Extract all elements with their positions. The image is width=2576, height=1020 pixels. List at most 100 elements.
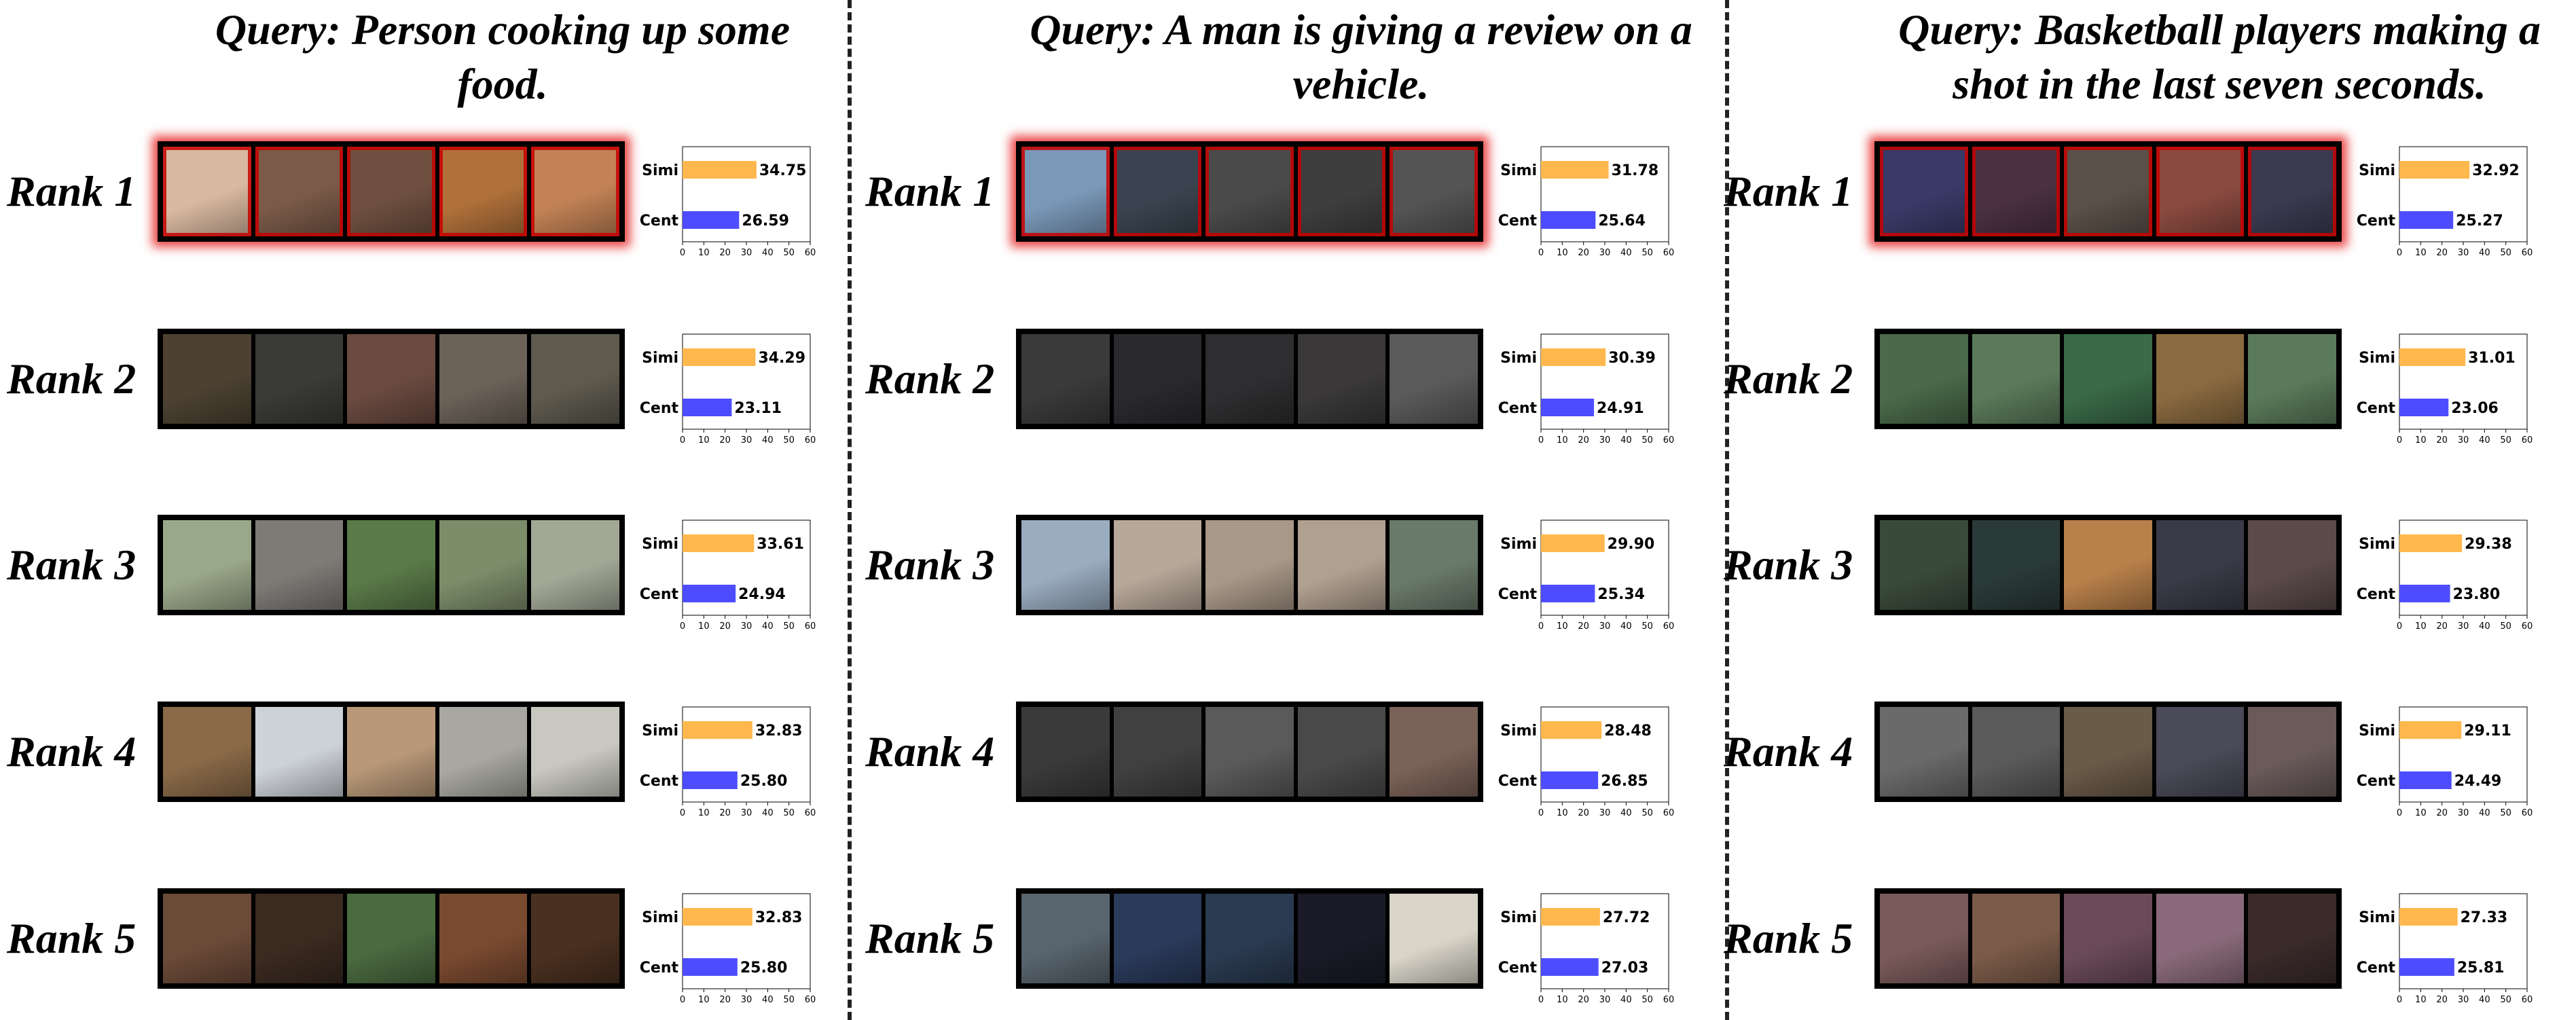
rank-label: Rank 1	[7, 167, 137, 215]
category-label: Simi	[2359, 536, 2395, 553]
x-tick-label: 30	[2458, 435, 2469, 445]
video-frame-thumbnail	[2156, 894, 2245, 983]
value-label: 25.34	[1597, 586, 1645, 603]
category-label: Simi	[642, 723, 678, 740]
category-label: Cent	[2357, 960, 2396, 977]
video-frame-strip[interactable]	[1874, 329, 2342, 429]
x-tick-label: 40	[2479, 808, 2490, 818]
column-divider	[1725, 0, 1729, 1020]
video-frame-strip[interactable]	[1874, 141, 2342, 242]
x-tick-label: 60	[2522, 435, 2533, 445]
video-frame-strip[interactable]	[158, 702, 625, 802]
x-tick-label: 0	[2397, 435, 2402, 445]
x-tick-label: 10	[2415, 248, 2427, 258]
bar-cent	[683, 771, 738, 789]
video-frame-thumbnail	[163, 520, 251, 610]
category-label: Cent	[640, 400, 679, 417]
video-frame-thumbnail	[439, 520, 528, 610]
x-tick-label: 10	[2415, 995, 2427, 1005]
video-frame-strip[interactable]	[1016, 329, 1483, 429]
video-frame-strip[interactable]	[1016, 888, 1483, 989]
bar-simi	[2399, 534, 2463, 552]
category-label: Cent	[640, 960, 679, 977]
category-label: Cent	[1498, 400, 1538, 417]
video-frame-thumbnail	[1880, 707, 1968, 797]
video-frame-thumbnail	[531, 707, 619, 797]
query-column: Query: A man is giving a review on a veh…	[858, 0, 1717, 1020]
video-frame-thumbnail	[2156, 147, 2245, 236]
x-tick-label: 20	[1578, 995, 1589, 1005]
rank-label: Rank 5	[7, 914, 137, 962]
category-label: Cent	[1498, 960, 1538, 977]
video-frame-thumbnail	[1390, 520, 1478, 610]
x-tick-label: 30	[1599, 621, 1611, 632]
video-frame-strip[interactable]	[1874, 888, 2342, 989]
x-tick-label: 10	[2415, 435, 2427, 445]
x-tick-label: 0	[1538, 621, 1544, 632]
video-frame-thumbnail	[1390, 334, 1478, 424]
x-tick-label: 30	[741, 621, 752, 632]
bar-simi	[1541, 721, 1602, 739]
video-frame-thumbnail	[1021, 520, 1110, 610]
value-label: 28.48	[1604, 723, 1652, 740]
video-frame-strip[interactable]	[1874, 515, 2342, 615]
video-frame-strip[interactable]	[158, 329, 625, 429]
query-column: Query: Basketball players making a shot …	[1717, 0, 2575, 1020]
value-label: 24.94	[738, 586, 786, 603]
video-frame-thumbnail	[439, 147, 528, 236]
video-frame-strip[interactable]	[158, 515, 625, 615]
value-label: 34.75	[759, 162, 807, 179]
video-frame-thumbnail	[255, 894, 344, 983]
video-frame-strip[interactable]	[1016, 141, 1483, 242]
video-frame-thumbnail	[1021, 894, 1110, 983]
video-frame-thumbnail	[439, 707, 528, 797]
video-frame-thumbnail	[1972, 707, 2061, 797]
video-frame-thumbnail	[347, 147, 435, 236]
video-frame-thumbnail	[531, 147, 619, 236]
bar-simi	[2399, 721, 2462, 739]
x-tick-label: 40	[762, 808, 774, 818]
video-frame-strip[interactable]	[1016, 702, 1483, 802]
x-tick-label: 50	[1641, 435, 1653, 445]
bar-cent	[2399, 399, 2449, 416]
video-frame-thumbnail	[1972, 147, 2061, 236]
x-tick-label: 50	[1641, 621, 1653, 632]
category-label: Cent	[2357, 400, 2396, 417]
x-tick-label: 10	[1557, 995, 1568, 1005]
video-frame-thumbnail	[531, 334, 619, 424]
bar-simi	[683, 348, 756, 366]
video-frame-strip[interactable]	[1874, 702, 2342, 802]
video-frame-strip[interactable]	[158, 141, 625, 242]
x-tick-label: 20	[1578, 621, 1589, 632]
bar-simi	[683, 908, 752, 926]
x-tick-label: 50	[2500, 621, 2511, 632]
value-label: 27.33	[2461, 909, 2508, 926]
bar-simi	[683, 534, 755, 552]
query-title: Query: Basketball players making a shot …	[1898, 5, 2541, 108]
category-label: Simi	[1500, 162, 1537, 179]
video-frame-strip[interactable]	[158, 888, 625, 989]
x-tick-label: 50	[1641, 808, 1653, 818]
video-frame-thumbnail	[255, 520, 344, 610]
video-frame-thumbnail	[347, 894, 435, 983]
video-frame-thumbnail	[2064, 147, 2152, 236]
video-frame-thumbnail	[1390, 147, 1478, 236]
bar-cent	[683, 399, 732, 416]
x-tick-label: 40	[1620, 995, 1632, 1005]
video-frame-strip[interactable]	[1016, 515, 1483, 615]
rank-label: Rank 3	[1724, 541, 1853, 589]
bar-cent	[1541, 399, 1595, 416]
category-label: Cent	[1498, 213, 1538, 230]
